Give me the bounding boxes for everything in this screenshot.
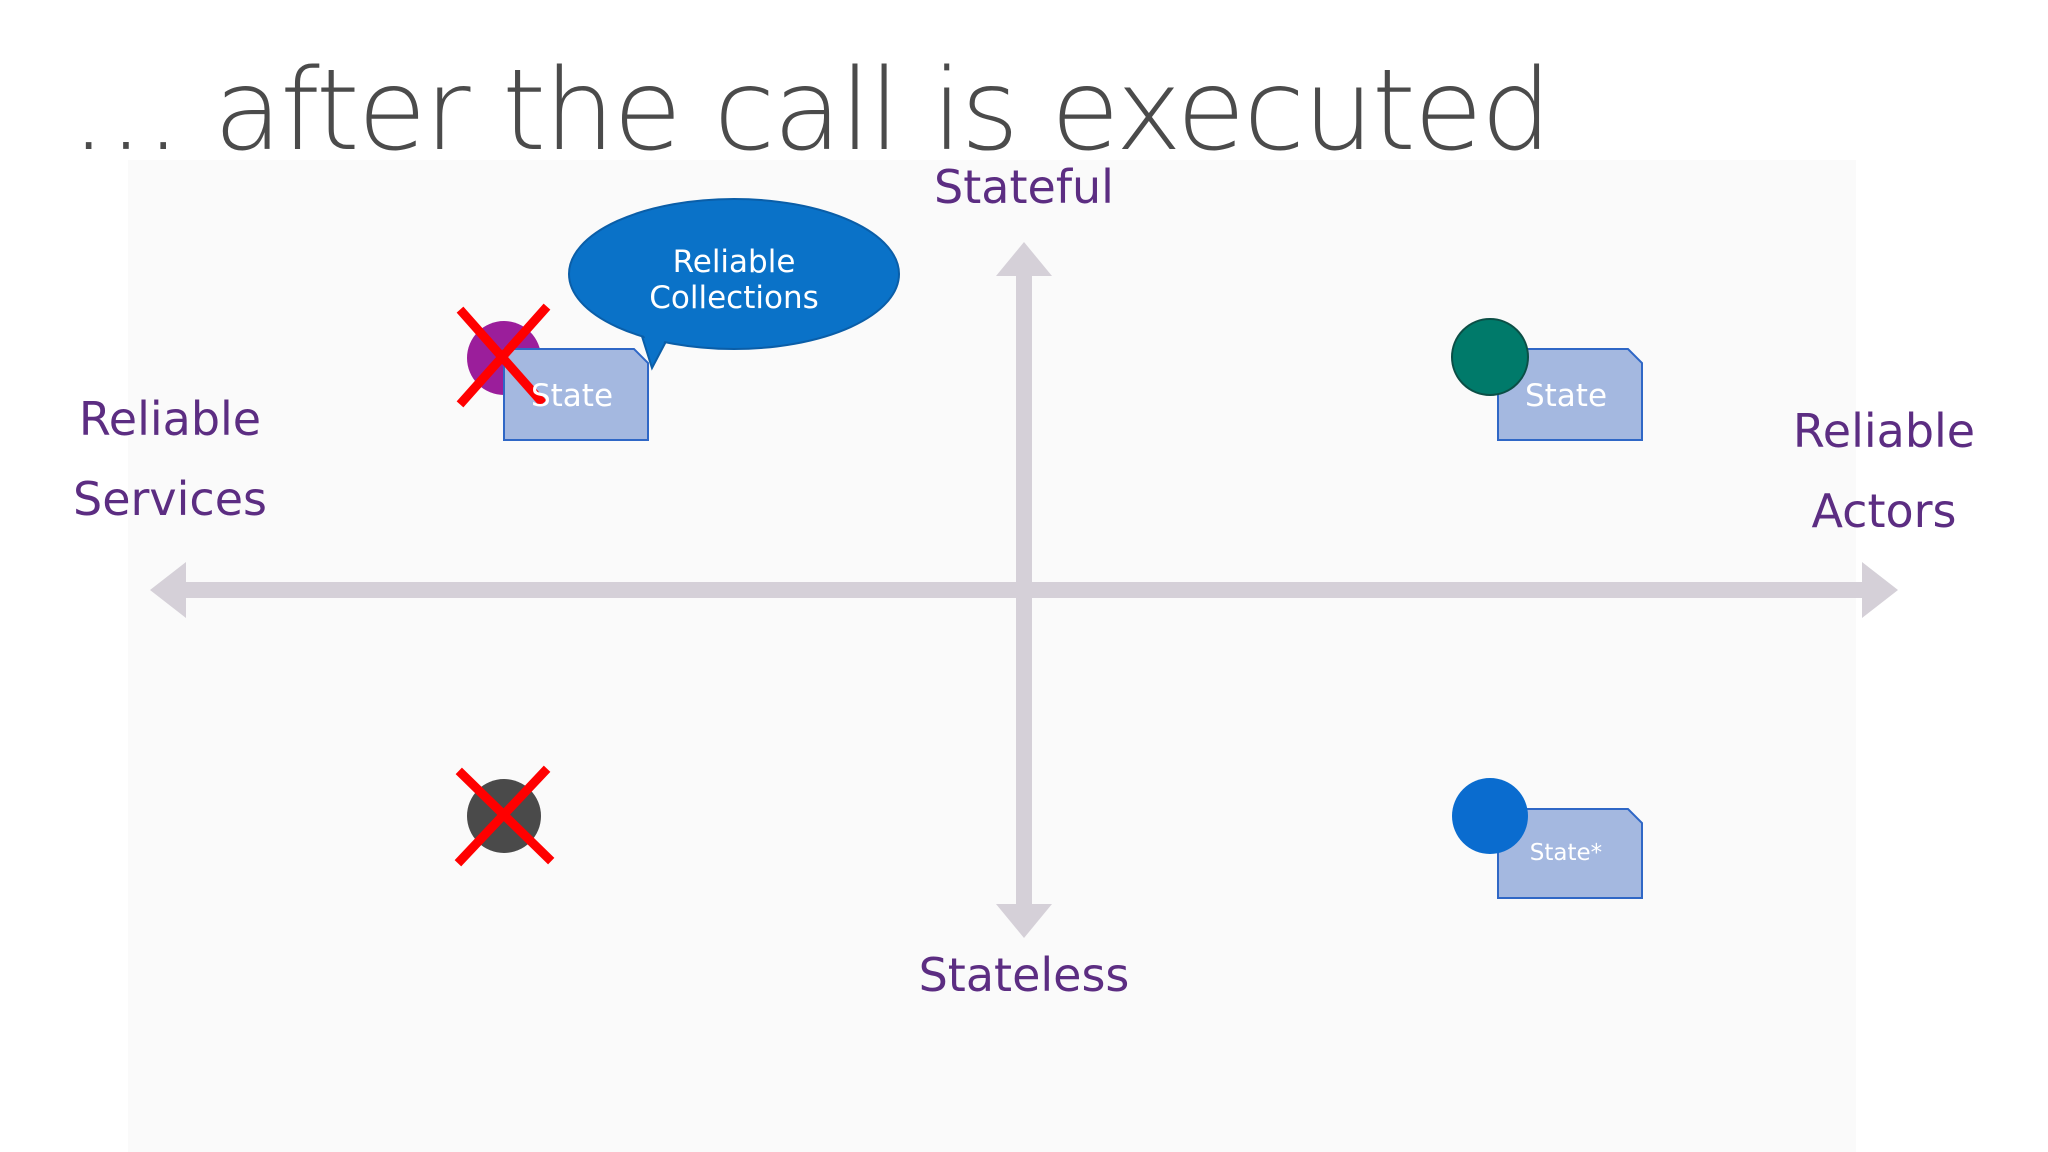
cross-mark-icon (454, 765, 555, 867)
down-arrowhead (996, 904, 1052, 938)
state-label-top-right: State (1524, 378, 1608, 414)
reliable-actors-label-line1: Reliable (1792, 404, 1976, 458)
left-arrowhead (150, 562, 186, 618)
up-arrowhead (996, 242, 1052, 276)
speech-bubble (568, 198, 900, 371)
horizontal-axis (150, 562, 1898, 618)
reliable-services-label-line1: Reliable (78, 392, 262, 446)
state-label-top-left: State (530, 378, 614, 414)
actor-instance-circle (1451, 318, 1529, 396)
stateful-label: Stateful (934, 160, 1114, 214)
actor-instance-circle (1452, 778, 1528, 854)
state-document-icon (1497, 348, 1643, 441)
state-document-icon (503, 348, 649, 441)
right-arrowhead (1862, 562, 1898, 618)
state-document-icon (1497, 808, 1643, 899)
bubble-text-line2: Collections (649, 280, 819, 316)
bubble-text-line1: Reliable (672, 244, 796, 280)
cross-mark-icon (456, 303, 551, 408)
reliable-services-label-line2: Services (73, 472, 267, 526)
slide-title: … after the call is executed (70, 46, 1552, 176)
stateless-label: Stateless (918, 948, 1130, 1002)
diagram-background (128, 160, 1856, 1152)
reliable-actors-label-line2: Actors (1811, 484, 1957, 538)
state-label-bottom-right: State* (1529, 840, 1603, 866)
